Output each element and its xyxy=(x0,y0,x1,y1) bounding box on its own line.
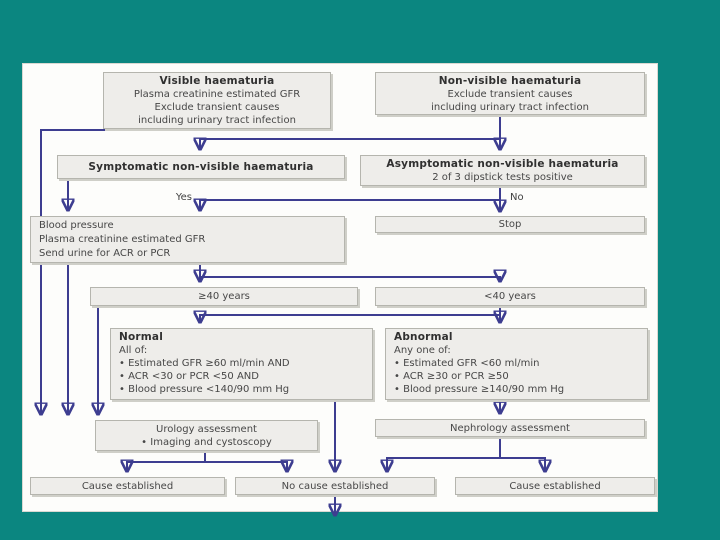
box-line: Plasma creatinine estimated GFR xyxy=(133,89,301,100)
box-label: No cause established xyxy=(281,480,389,492)
box-title: Non-visible haematuria xyxy=(438,75,582,87)
box-visible-haematuria: Visible haematuria Plasma creatinine est… xyxy=(103,72,331,129)
box-bullet: • Estimated GFR <60 ml/min xyxy=(394,358,540,369)
box-line: Urology assessment xyxy=(156,424,257,435)
box-line: Exclude transient causes xyxy=(154,102,280,113)
box-line: including urinary tract infection xyxy=(431,102,589,113)
box-title: Symptomatic non-visible haematuria xyxy=(88,160,314,173)
box-age-ge40: ≥40 years xyxy=(90,287,358,306)
box-asymptomatic: Asymptomatic non-visible haematuria 2 of… xyxy=(360,155,645,186)
box-bullet: • Estimated GFR ≥60 ml/min AND xyxy=(119,358,290,369)
box-line: • Imaging and cystoscopy xyxy=(141,437,272,448)
box-title: Normal xyxy=(119,331,164,343)
box-bullet: • ACR ≥30 or PCR ≥50 xyxy=(394,371,509,382)
box-urology-assessment: Urology assessment • Imaging and cystosc… xyxy=(95,420,318,451)
box-label: ≥40 years xyxy=(198,291,250,302)
box-stop: Stop xyxy=(375,216,645,233)
box-label: Stop xyxy=(498,219,522,230)
box-no-cause-established: No cause established xyxy=(235,477,435,495)
box-line: Plasma creatinine estimated GFR xyxy=(39,234,206,245)
box-label: Cause established xyxy=(81,480,174,492)
box-workup: Blood pressure Plasma creatinine estimat… xyxy=(30,216,345,263)
box-label: Nephrology assessment xyxy=(450,422,570,434)
box-bullet: • ACR <30 or PCR <50 AND xyxy=(119,371,259,382)
box-symptomatic: Symptomatic non-visible haematuria xyxy=(57,155,345,179)
box-line: Any one of: xyxy=(394,345,451,356)
box-title: Visible haematuria xyxy=(159,75,275,87)
box-label: Cause established xyxy=(509,480,601,492)
box-title: Asymptomatic non-visible haematuria xyxy=(386,158,619,170)
box-line: 2 of 3 dipstick tests positive xyxy=(432,172,573,183)
box-line: Exclude transient causes xyxy=(447,89,573,100)
box-nephrology-assessment: Nephrology assessment xyxy=(375,419,645,437)
box-label: <40 years xyxy=(484,291,536,302)
box-age-lt40: <40 years xyxy=(375,287,645,306)
branch-label-yes: Yes xyxy=(175,192,192,203)
box-non-visible-haematuria: Non-visible haematuria Exclude transient… xyxy=(375,72,645,115)
box-line: Blood pressure xyxy=(39,220,114,231)
box-bullet: • Blood pressure ≥140/90 mm Hg xyxy=(394,384,565,395)
box-normal-criteria: Normal All of: • Estimated GFR ≥60 ml/mi… xyxy=(110,328,373,400)
box-cause-established-left: Cause established xyxy=(30,477,225,495)
branch-label-no: No xyxy=(510,192,524,203)
box-line: Send urine for ACR or PCR xyxy=(39,248,171,259)
box-title: Abnormal xyxy=(394,331,453,343)
box-line: All of: xyxy=(119,345,148,356)
box-abnormal-criteria: Abnormal Any one of: • Estimated GFR <60… xyxy=(385,328,648,400)
box-line: including urinary tract infection xyxy=(138,115,296,126)
box-cause-established-right: Cause established xyxy=(455,477,655,495)
box-bullet: • Blood pressure <140/90 mm Hg xyxy=(119,384,290,395)
